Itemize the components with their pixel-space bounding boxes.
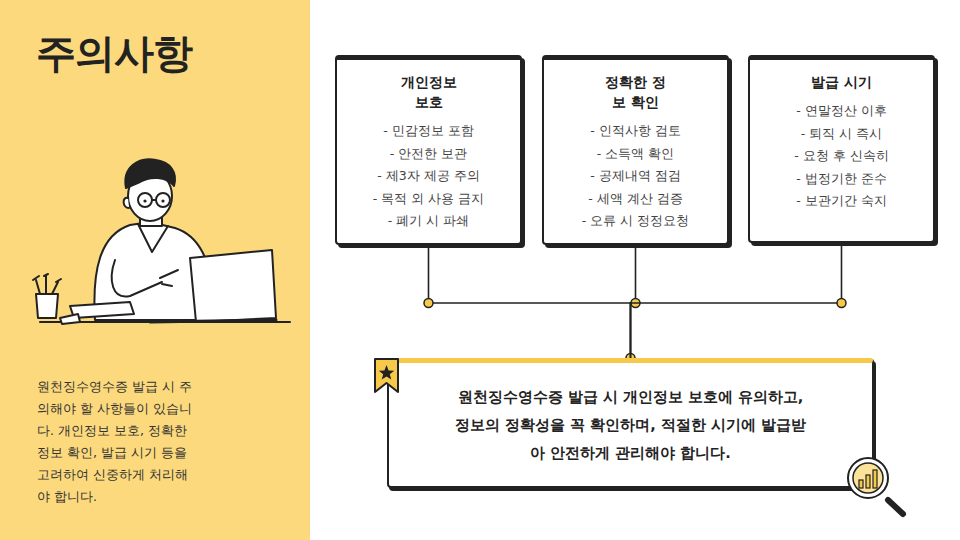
summary-text: 원천징수영수증 발급 시 개인정보 보호에 유의하고, 정보의 정확성을 꼭 확… [449, 383, 812, 467]
box-heading: 발급 시기 [807, 72, 877, 92]
topic-box: 정확한 정보 확인 - 인적사항 검토- 소득액 확인- 공제내역 점검- 세액 … [542, 55, 729, 245]
box-heading: 개인정보 보호 [394, 72, 464, 112]
bullet-item: - 요청 후 신속히 [758, 145, 925, 168]
bullet-item: - 보관기간 숙지 [758, 190, 925, 213]
bullet-item: - 퇴직 시 즉시 [758, 123, 925, 146]
bullet-item: - 세액 계산 검증 [552, 188, 719, 211]
bullet-item: - 공제내역 점검 [552, 165, 719, 188]
bullet-item: - 민감정보 포함 [345, 120, 512, 143]
connector-line [631, 243, 842, 358]
slide-title: 주의사항 [36, 26, 192, 81]
box-heading: 정확한 정보 확인 [601, 72, 671, 112]
connector-line [429, 245, 631, 358]
bullet-item: - 법정기한 준수 [758, 168, 925, 191]
bullet-item: - 오류 시 정정요청 [552, 210, 719, 233]
bullet-item: - 목적 외 사용 금지 [345, 188, 512, 211]
bullet-item: - 소득액 확인 [552, 143, 719, 166]
bullet-item: - 연말정산 이후 [758, 100, 925, 123]
bullet-item: - 안전한 보관 [345, 143, 512, 166]
bullet-item: - 제3자 제공 주의 [345, 165, 512, 188]
junction-dot [424, 299, 433, 308]
topic-box: 개인정보 보호 - 민감정보 포함- 안전한 보관- 제3자 제공 주의- 목적 … [335, 55, 522, 245]
bullet-item: - 인적사항 검토 [552, 120, 719, 143]
bullet-item: - 폐기 시 파쇄 [345, 210, 512, 233]
junction-dot [837, 299, 846, 308]
topic-box: 발급 시기 - 연말정산 이후- 퇴직 시 즉시- 요청 후 신속히- 법정기한 … [748, 55, 935, 243]
summary-box: 원천징수영수증 발급 시 개인정보 보호에 유의하고, 정보의 정확성을 꼭 확… [387, 358, 874, 488]
side-note: 원천징수영수증 발급 시 주의해야 할 사항들이 있습니다. 개인정보 보호, … [37, 376, 197, 508]
